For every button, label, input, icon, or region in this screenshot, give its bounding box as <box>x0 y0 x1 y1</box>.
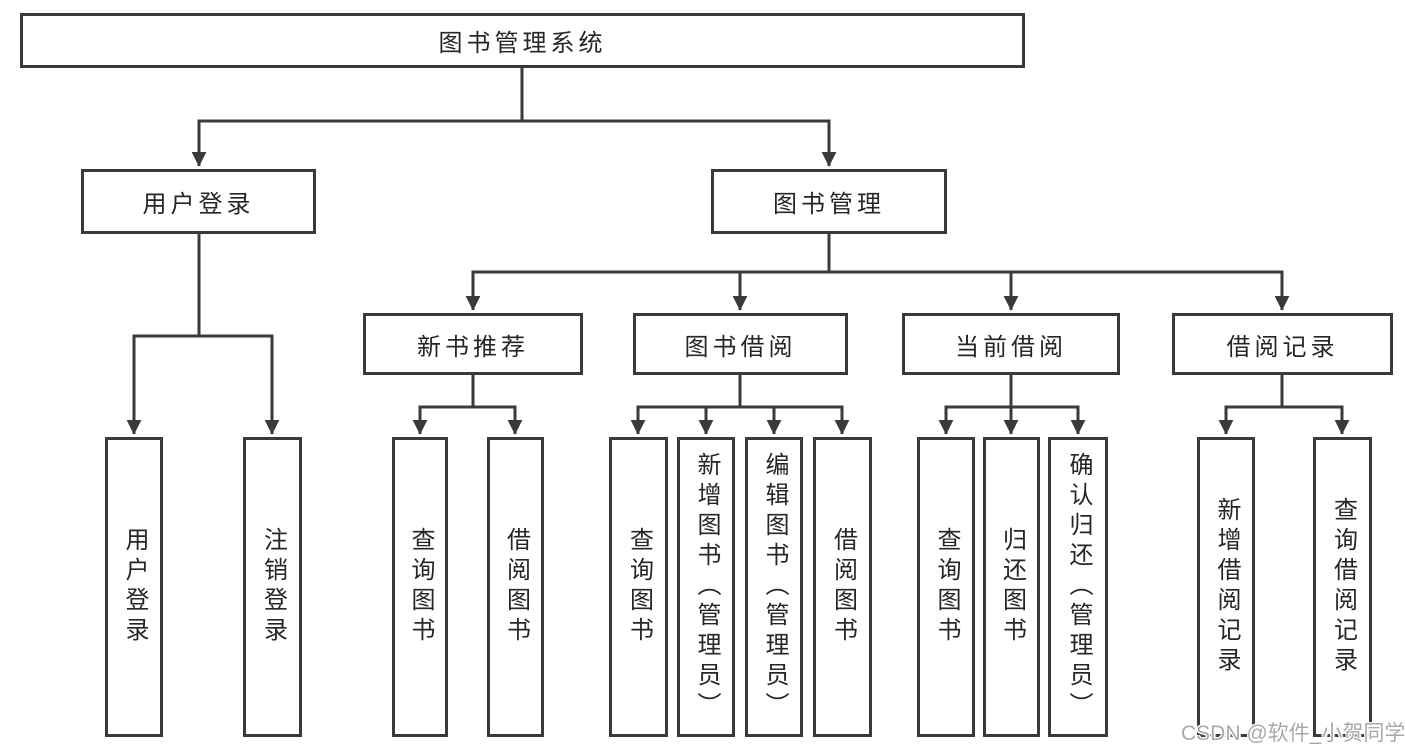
leaf-recommend-borrow-books-label: 借阅图书 <box>502 527 530 647</box>
node-borrow-records: 借阅记录 <box>1172 313 1393 375</box>
node-borrow-records-label: 借阅记录 <box>1226 333 1339 361</box>
connector-book-management-to-level3 <box>465 233 1290 311</box>
leaf-confirm-return-admin-label: 确认归还（管理员） <box>1065 452 1092 722</box>
leaf-borrow-query-books-label: 查询图书 <box>625 527 653 647</box>
connector-root-to-level2 <box>191 68 837 167</box>
leaf-query-borrow-record: 查询借阅记录 <box>1313 437 1372 737</box>
node-book-management-label: 图书管理 <box>773 191 885 218</box>
leaf-add-borrow-record: 新增借阅记录 <box>1197 437 1255 737</box>
leaf-recommend-borrow-books: 借阅图书 <box>487 437 544 737</box>
node-book-management: 图书管理 <box>711 169 947 234</box>
leaf-edit-books-admin-label: 编辑图书（管理员） <box>761 452 788 722</box>
leaf-logout-label: 注销登录 <box>259 527 287 647</box>
connector-new-book-recommend-group <box>412 375 523 435</box>
leaf-add-books-admin: 新增图书（管理员） <box>677 437 735 737</box>
leaf-logout: 注销登录 <box>243 437 302 737</box>
leaf-borrow-books: 借阅图书 <box>813 437 872 737</box>
leaf-edit-books-admin: 编辑图书（管理员） <box>745 437 803 737</box>
node-book-borrow-label: 图书借阅 <box>684 333 797 361</box>
node-user-login-label: 用户登录 <box>142 191 255 218</box>
node-root-label: 图书管理系统 <box>438 30 607 57</box>
leaf-recommend-query-books-label: 查询图书 <box>407 527 434 647</box>
leaf-query-borrow-record-label: 查询借阅记录 <box>1329 497 1357 677</box>
connector-current-borrow-group <box>938 375 1086 435</box>
leaf-current-query-books: 查询图书 <box>917 437 975 737</box>
leaf-add-borrow-record-label: 新增借阅记录 <box>1213 497 1240 677</box>
leaf-add-books-admin-label: 新增图书（管理员） <box>693 452 720 722</box>
leaf-return-books-label: 归还图书 <box>998 527 1026 647</box>
connector-borrow-records-group <box>1218 375 1350 435</box>
node-current-borrow: 当前借阅 <box>902 313 1120 375</box>
connector-book-borrow-group <box>630 375 850 435</box>
node-new-book-recommend: 新书推荐 <box>363 313 583 375</box>
connector-user-login-group <box>126 233 280 435</box>
node-book-borrow: 图书借阅 <box>633 313 848 375</box>
leaf-borrow-books-label: 借阅图书 <box>829 527 857 647</box>
leaf-return-books: 归还图书 <box>983 437 1040 737</box>
node-root: 图书管理系统 <box>20 13 1025 68</box>
node-new-book-recommend-label: 新书推荐 <box>417 333 529 361</box>
csdn-watermark: CSDN @软件_小贺同学 <box>1181 722 1405 745</box>
node-user-login: 用户登录 <box>81 169 316 234</box>
leaf-borrow-query-books: 查询图书 <box>609 437 668 737</box>
leaf-current-query-books-label: 查询图书 <box>933 527 960 647</box>
leaf-user-login-label: 用户登录 <box>121 527 148 647</box>
leaf-recommend-query-books: 查询图书 <box>392 437 448 737</box>
leaf-confirm-return-admin: 确认归还（管理员） <box>1048 437 1108 737</box>
node-current-borrow-label: 当前借阅 <box>955 333 1067 361</box>
leaf-user-login: 用户登录 <box>105 437 163 737</box>
